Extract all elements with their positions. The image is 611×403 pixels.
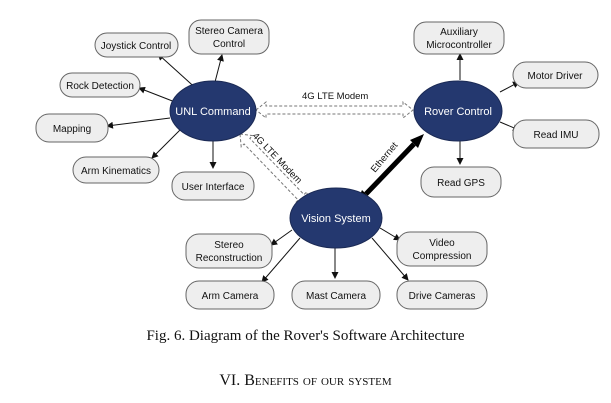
unl-command-label: UNL Command — [175, 106, 250, 118]
ethernet-label: Ethernet — [369, 140, 401, 175]
drive-cameras-label: Drive Cameras — [409, 291, 476, 302]
joystick-label: Joystick Control — [101, 41, 172, 52]
read-gps-label: Read GPS — [437, 178, 485, 189]
box-read-gps: Read GPS — [420, 166, 502, 198]
section-heading: VI. Benefits of our system — [219, 372, 392, 389]
link-unl-mapping — [106, 117, 171, 129]
arm-kinematics-label: Arm Kinematics — [81, 166, 151, 177]
stereo-recon-label-line2: Reconstruction — [196, 253, 263, 264]
aux-label-line2: Microcontroller — [426, 40, 492, 51]
motor-driver-label: Motor Driver — [527, 71, 583, 82]
modem-link-top: 4G LTE Modem — [255, 91, 414, 120]
user-interface-label: User Interface — [182, 182, 245, 193]
box-arm-kinematics: Arm Kinematics — [72, 156, 160, 184]
stereo-camera-label-line1: Stereo Camera — [195, 26, 263, 37]
rock-detection-label: Rock Detection — [66, 81, 134, 92]
box-arm-camera: Arm Camera — [185, 280, 275, 310]
video-comp-label-line2: Compression — [413, 251, 472, 262]
box-motor-driver: Motor Driver — [512, 61, 599, 89]
box-rock-detection: Rock Detection — [59, 72, 141, 98]
link-vision-arm-camera — [261, 237, 301, 283]
stereo-camera-label-line2: Control — [213, 39, 245, 50]
link-vision-video — [379, 227, 401, 241]
box-stereo-reconstruction: Stereo Reconstruction — [185, 233, 273, 269]
vision-connectors — [261, 227, 409, 283]
read-imu-label: Read IMU — [533, 130, 578, 141]
hub-rover-control: Rover Control — [413, 80, 503, 142]
stereo-recon-label-line1: Stereo — [214, 240, 244, 251]
box-video-compression: Video Compression — [396, 231, 488, 267]
link-vision-stereo-recon — [270, 229, 293, 246]
figure-caption: Fig. 6. Diagram of the Rover's Software … — [146, 328, 465, 344]
link-unl-stereo-camera-control — [214, 54, 224, 83]
architecture-diagram: 4G LTE Modem 4G LTE Modem Ethernet Joyst… — [35, 19, 600, 310]
box-user-interface: User Interface — [171, 171, 255, 201]
modem-top-label: 4G LTE Modem — [302, 91, 368, 102]
unl-connectors — [106, 53, 224, 169]
box-stereo-camera-control: Stereo Camera Control — [188, 19, 270, 55]
box-mapping: Mapping — [35, 113, 109, 143]
aux-label-line1: Auxiliary — [440, 27, 478, 38]
mast-camera-label: Mast Camera — [306, 291, 366, 302]
rover-control-label: Rover Control — [424, 106, 492, 118]
ethernet-link: Ethernet — [356, 134, 424, 204]
box-joystick-control: Joystick Control — [94, 32, 179, 58]
box-read-imu: Read IMU — [512, 119, 600, 149]
box-drive-cameras: Drive Cameras — [396, 280, 488, 310]
link-unl-arm-kinematics — [151, 129, 181, 159]
box-mast-camera: Mast Camera — [291, 280, 381, 310]
link-vision-drive-cameras — [371, 237, 409, 281]
vision-system-label: Vision System — [301, 213, 371, 225]
video-comp-label-line1: Video — [429, 238, 455, 249]
arm-camera-label: Arm Camera — [202, 291, 259, 302]
link-unl-rock-detection — [138, 86, 176, 103]
hub-vision-system: Vision System — [289, 187, 383, 249]
hub-unl-command: UNL Command — [169, 80, 257, 142]
box-auxiliary-microcontroller: Auxiliary Microcontroller — [413, 21, 505, 55]
mapping-label: Mapping — [53, 124, 91, 135]
